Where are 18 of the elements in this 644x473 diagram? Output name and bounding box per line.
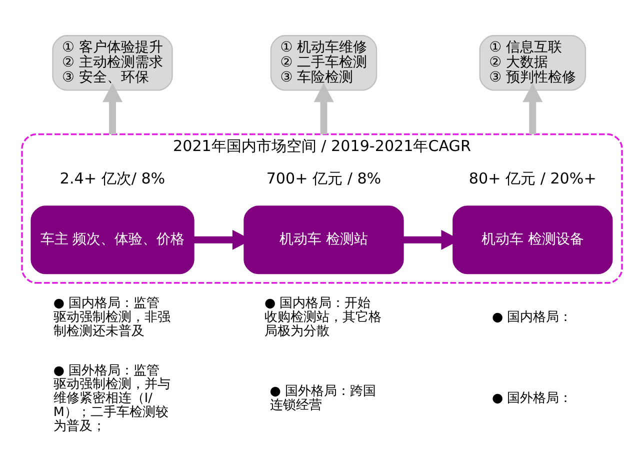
node-box: 车主 频次、体验、价格 — [30, 205, 194, 274]
arrow — [522, 82, 543, 134]
node-box: ① 机动车维修 ② 二手车检测 ③ 车险检测 — [270, 34, 378, 90]
label: ● 国内格局： — [492, 309, 572, 324]
label: ● 国内格局：监管驱动强制检测，非强制检测还未普及 — [53, 295, 170, 338]
arrow — [314, 82, 334, 134]
label: ● 国外格局：跨国连锁经营 — [270, 384, 376, 413]
node-box: 机动车 检测设备 — [452, 205, 613, 274]
node-label: 2.4+ 亿次/ 8% — [60, 169, 166, 187]
node-label: 80+ 亿元 / 20%+ — [468, 169, 596, 187]
label: ● 国外格局： — [492, 390, 572, 406]
node-box: ① 信息互联 ② 大数据 ③ 预判性检修 — [479, 34, 586, 90]
node-box: 机动车 检测站 — [244, 205, 404, 274]
node-label: 700+ 亿元 / 8% — [266, 169, 382, 187]
label: ● 国外格局：监管驱动强制检测，并与维修紧密相连（I/M）；二手车检测较为普及； — [53, 362, 170, 434]
arrow — [102, 82, 123, 134]
node-box: ① 客户体验提升 ② 主动检测需求 ③ 安全、环保 — [52, 34, 173, 90]
label: ● 国内格局：开始收购检测站，其它格局极为分散 — [264, 295, 382, 338]
